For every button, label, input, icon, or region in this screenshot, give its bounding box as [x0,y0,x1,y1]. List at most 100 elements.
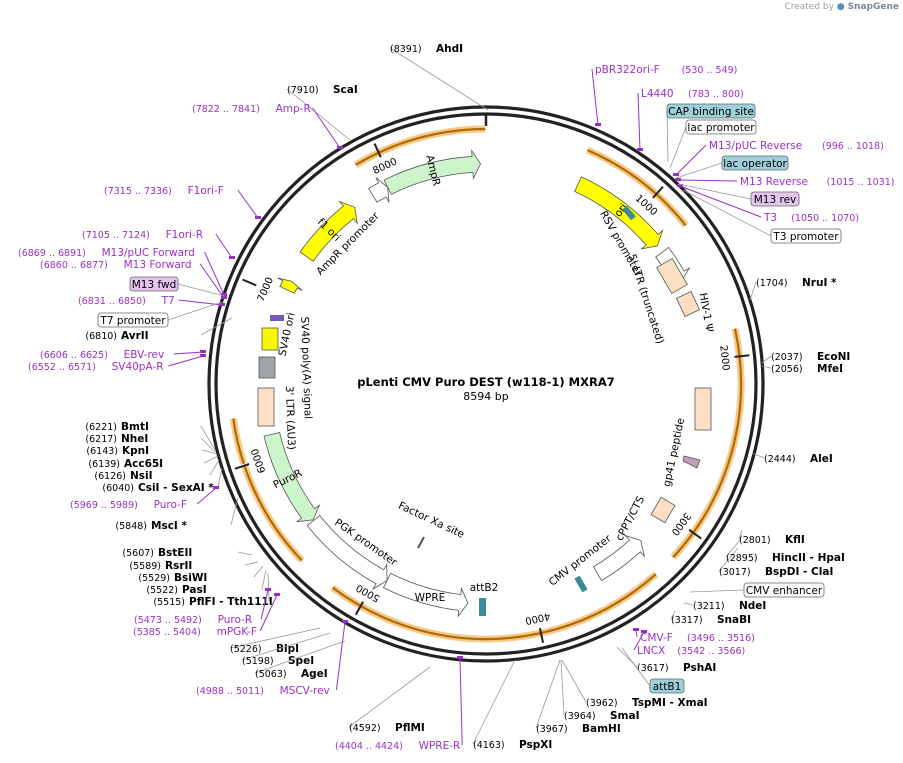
feature-arc-6[interactable] [232,418,245,465]
box-feature-cap-binding-site[interactable]: CAP binding site [666,103,756,163]
primer-puro-r[interactable]: (5473 .. 5492)Puro-R [134,588,271,626]
site-name: NheI [121,433,148,445]
site-hincii-hpai[interactable]: (2895)HincII - HpaI [725,539,845,564]
site-kfli[interactable]: (2801)KflI [738,529,805,546]
site-leader [286,88,351,141]
primer-m13-puc-forward[interactable]: (6869 .. 6891)M13/pUC Forward [18,247,227,296]
primer-wpre-r[interactable]: (4404 .. 4424)WPRE-R [335,656,463,752]
site-mfei[interactable]: (2056)MfeI [761,363,843,375]
primer-pbr322ori-f[interactable]: pBR322ori-F(530 .. 549) [591,64,737,126]
primer-m13-puc-reverse[interactable]: M13/pUC Reverse(996 .. 1018) [673,140,884,176]
feature-ampr-promoter[interactable] [368,177,390,203]
site-leader [254,640,346,674]
site-alei[interactable]: (2444)AleI [751,452,833,465]
cppt-block[interactable] [650,496,676,524]
feature-arc-7[interactable] [355,127,486,166]
site-bmti[interactable]: (6221)BmtI [85,421,216,451]
primer-mscv-rev[interactable]: (4988 .. 5011)MSCV-rev [196,620,348,697]
box-label: CAP binding site [668,106,754,118]
site-bsteii[interactable]: (5607)BstEII [122,547,253,559]
site-nsii[interactable]: (6126)NsiI [94,459,220,482]
site-pflmi[interactable]: (4592)PflMI [348,666,431,734]
site-msci[interactable]: (5848)MscI * [115,497,239,532]
primer-t7[interactable]: (6831 .. 6850)T7 [78,295,225,307]
feature-puror[interactable] [263,431,321,523]
feature-arc-5[interactable] [243,465,303,562]
feature-f1-ori[interactable] [299,200,358,262]
site-tspmi-xmai[interactable]: (3962)TspMI - XmaI [561,659,708,709]
site-nrui[interactable]: (1704)NruI * [749,277,837,301]
site-scai[interactable]: (7910)ScaI [286,84,358,141]
feature-ampr[interactable] [383,148,481,195]
site-snabi[interactable]: (3317)SnaBI [670,610,751,626]
primer-lncx[interactable]: LNCX(3542 .. 3566) [633,630,745,657]
feature-arc-0[interactable] [587,149,687,227]
site-pspxi[interactable]: (4163)PspXI [472,659,552,751]
feature-arc-2[interactable] [529,573,657,637]
primer-l4440[interactable]: L4440(783 .. 800) [637,88,744,151]
primer-sv40pa-r[interactable]: (6552 .. 6571)SV40pA-R [28,354,206,373]
site-position: (3617) [637,663,669,674]
site-kpni[interactable]: (6143)KpnI [86,445,218,457]
site-ahdi[interactable]: (8391)AhdI [389,43,489,111]
primer-puro-f[interactable]: (5969 .. 5989)Puro-F [70,486,219,511]
site-pasi[interactable]: (5522)PasI [146,569,267,596]
box-feature-t3-promoter[interactable]: T3 promoter [682,189,842,244]
box-feature-cmv-enhancer[interactable]: CMV enhancer [689,582,825,598]
feature-sv40-ori[interactable] [277,277,303,294]
ltr-block[interactable] [258,356,276,379]
box-feature-m13-rev[interactable]: M13 rev [677,183,800,207]
sv40-polya-block[interactable] [261,327,279,351]
feature-wpre[interactable] [382,572,469,618]
primer-mpgk-f[interactable]: (5385 .. 5404)mPGK-F [133,593,280,638]
site-leader [389,47,489,111]
box-feature-m13-fwd[interactable]: M13 fwd [129,276,225,297]
site-bamhi[interactable]: (3967)BamHI [535,659,621,735]
site-agei[interactable]: (5063)AgeI [254,640,346,680]
site-avrii[interactable]: (6810)AvrII [85,317,233,342]
site-spei[interactable]: (5198)SpeI [241,632,331,667]
factor-xa-marker [417,536,425,549]
feature-arc-3[interactable] [404,624,531,641]
site-bsiwi[interactable]: (5529)BsiWI [138,565,264,584]
gp41-peptide-marker[interactable] [682,455,701,469]
site-leader [561,659,587,703]
site-csii-sexai[interactable]: (6040)CsiI - SexAI * [102,467,223,494]
primer-ebv-rev[interactable]: (6606 .. 6625)EBV-rev [40,349,206,361]
ltr5-block[interactable] [656,257,688,295]
site-nhei[interactable]: (6217)NheI [85,433,216,453]
box-feature-lac-promoter[interactable]: lac promoter [669,119,757,169]
primer-t3[interactable]: T3(1050 .. 1070) [677,184,859,224]
box-feature-attb1[interactable]: attB1 [621,647,685,694]
primer-cmv-f[interactable]: CMV-F(3496 .. 3516) [633,628,755,644]
hiv-psi-block[interactable] [675,291,701,317]
primer-range: (6869 .. 6891) [18,248,86,259]
box-leader [177,283,225,297]
box-feature-lac-operator[interactable]: lac operator [675,155,789,179]
site-name: EcoNI [817,351,850,363]
backbone-outer [207,105,765,663]
primer-f1ori-r[interactable]: (7105 .. 7124)F1ori-R [82,229,235,259]
rre-block[interactable] [694,387,712,431]
box-feature-t7-promoter[interactable]: T7 promoter [97,301,223,328]
site-econi[interactable]: (2037)EcoNI [761,351,850,364]
primer-m13-forward[interactable]: (6860 .. 6877)M13 Forward [40,259,227,299]
ltr3-block[interactable] [257,387,275,427]
feature-ori[interactable] [574,176,664,250]
site-ndei[interactable]: (3211)NdeI [683,600,766,612]
plasmid-size: 8594 bp [463,390,508,403]
inner-label-factor-xa-site: Factor Xa site [396,500,466,541]
primer-f1ori-f[interactable]: (7315 .. 7336)F1ori-F [104,185,261,219]
site-name: SpeI [288,655,314,667]
site-blpi[interactable]: (5226)BlpI [229,627,321,655]
primer-m13-reverse[interactable]: M13 Reverse(1015 .. 1031) [675,176,894,188]
site-pflfi-tth111i[interactable]: (5515)PflFI - Tth111I [153,572,273,608]
site-bspdi-clai[interactable]: (3017)BspDI - ClaI [718,547,833,578]
site-acc65i[interactable]: (6139)Acc65I [88,455,219,470]
feature-cmv-promoter[interactable] [592,534,646,582]
primer-amp-r[interactable]: (7822 .. 7841)Amp-R [192,103,343,149]
box-label: lac operator [723,158,787,170]
feature-arc-4[interactable] [331,586,406,627]
site-rsrii[interactable]: (5589)RsrII [129,560,259,572]
site-smai[interactable]: (3964)SmaI [560,659,640,722]
